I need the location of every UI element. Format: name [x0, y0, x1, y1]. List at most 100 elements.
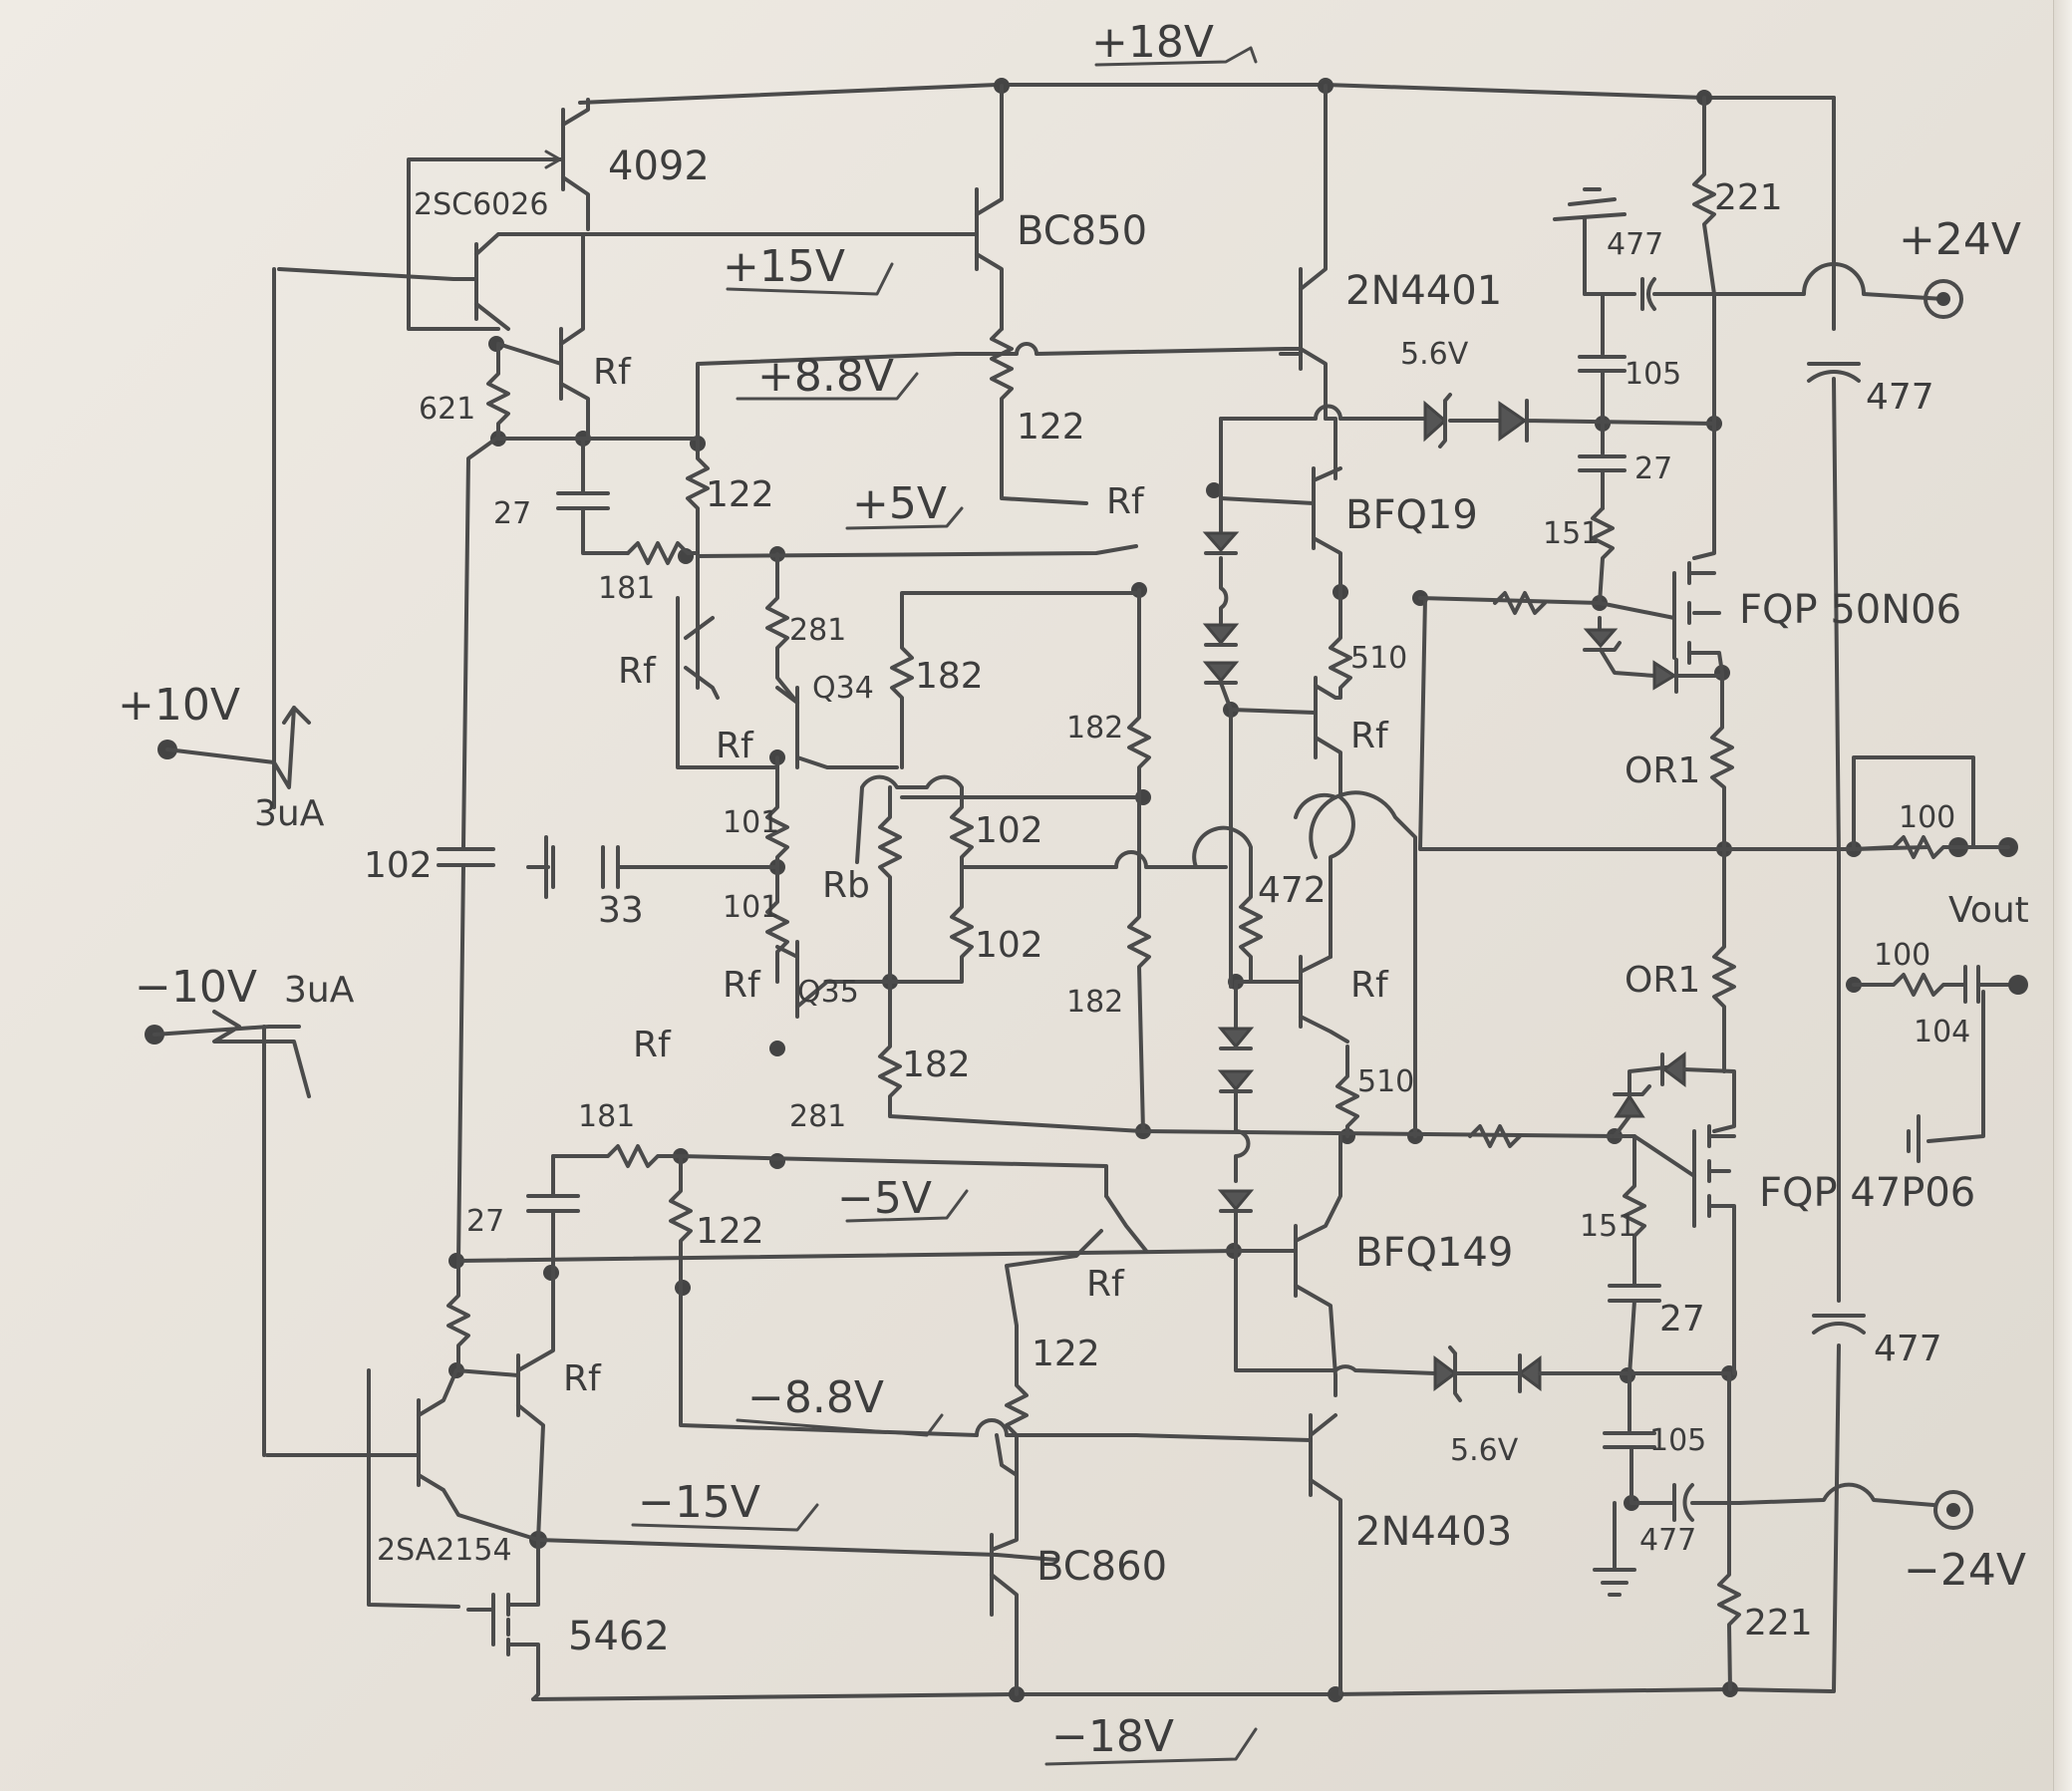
- left-feedback-cap: [437, 437, 498, 1263]
- value-33: 33: [598, 890, 644, 931]
- value-182: 182: [902, 1045, 971, 1085]
- value-477: 477: [1874, 1329, 1942, 1369]
- label-q34: Q34: [812, 671, 874, 706]
- value-181: 181: [598, 571, 655, 606]
- value-151: 151: [1580, 1209, 1636, 1244]
- upper-mosfet-stage: [1338, 96, 2018, 859]
- value-100: 100: [1874, 938, 1930, 973]
- label-rf: Rf: [716, 726, 754, 766]
- junction: [769, 1041, 785, 1056]
- rail-label-neg15: −15V: [638, 1477, 760, 1528]
- value-182: 182: [1066, 711, 1123, 746]
- rail-label-pos8-8: +8.8V: [757, 351, 894, 402]
- value-5v6: 5.6V: [1450, 1433, 1519, 1468]
- value-102: 102: [975, 925, 1043, 966]
- label-2sc6026: 2SC6026: [414, 187, 548, 222]
- rail-label-pos5: +5V: [852, 478, 947, 529]
- label-2n4403: 2N4403: [1355, 1509, 1512, 1555]
- label-bc860: BC860: [1036, 1544, 1167, 1590]
- input-neg-current: 3uA: [284, 970, 355, 1011]
- label-rb: Rb: [822, 865, 870, 906]
- value-477: 477: [1607, 227, 1663, 262]
- input-neg-stage: [262, 1025, 1238, 1701]
- supply-pos-label: +24V: [1899, 214, 2021, 265]
- value-281: 281: [789, 1099, 846, 1134]
- value-101: 101: [723, 890, 779, 925]
- value-477: 477: [1639, 1523, 1696, 1558]
- label-bfq19: BFQ19: [1345, 492, 1478, 538]
- vout-label: Vout: [1948, 890, 2029, 931]
- rail-labels: +18V +15V +8.8V +5V −5V −8.8V −15V −18V: [638, 17, 1214, 1762]
- value-477: 477: [1866, 377, 1934, 418]
- value-122: 122: [1032, 1334, 1100, 1374]
- center-bias-network: [526, 552, 1228, 1133]
- input-terminals: [145, 706, 311, 1098]
- center-crossing: [1141, 708, 1617, 1253]
- lower-output-driver: [990, 1134, 1731, 1696]
- label-2sa2154: 2SA2154: [377, 1533, 512, 1568]
- supply-pos-column-wire: [1832, 96, 1841, 1693]
- rail-label-pos15: +15V: [723, 241, 845, 292]
- value-122: 122: [1017, 407, 1085, 448]
- value-182: 182: [1066, 985, 1123, 1020]
- label-rf: Rf: [1086, 1264, 1125, 1305]
- paper-edge: [2053, 0, 2072, 1791]
- value-27: 27: [1634, 451, 1672, 486]
- value-221: 221: [1714, 177, 1783, 218]
- component-values: 621 27 181 122 122 281 182 182 101 101 1…: [364, 177, 1970, 1643]
- supply-neg-label: −24V: [1904, 1545, 2026, 1596]
- label-fqp47p06: FQP 47P06: [1759, 1170, 1975, 1216]
- value-27: 27: [1659, 1299, 1705, 1340]
- value-or1: OR1: [1625, 960, 1700, 1001]
- label-rf: Rf: [618, 651, 657, 692]
- junction: [1206, 482, 1222, 498]
- value-281: 281: [789, 613, 846, 648]
- value-122: 122: [706, 474, 774, 515]
- rail-pos18-wire: [578, 83, 1836, 105]
- rail-label-neg18: −18V: [1051, 1711, 1174, 1762]
- label-rf: Rf: [1350, 965, 1389, 1006]
- rail-neg18-wire: [531, 1687, 1834, 1701]
- label-rf: Rf: [563, 1358, 602, 1399]
- io-labels: +10V 3uA −10V 3uA +24V −24V Vout: [118, 214, 2029, 1596]
- label-rf: Rf: [723, 965, 761, 1006]
- rail-label-neg8-8: −8.8V: [747, 1372, 884, 1423]
- label-5462: 5462: [568, 1614, 670, 1659]
- label-2n4401: 2N4401: [1345, 268, 1502, 314]
- transistor-labels: 4092 2SC6026 BC850 2N4401 BFQ19 FQP 50N0…: [377, 144, 1975, 1659]
- value-104: 104: [1914, 1015, 1970, 1049]
- value-27: 27: [493, 496, 531, 531]
- bc850-stage: [586, 84, 1288, 505]
- junction: [769, 1153, 785, 1169]
- value-221: 221: [1744, 1603, 1813, 1643]
- value-510: 510: [1350, 641, 1407, 676]
- value-151: 151: [1543, 516, 1600, 551]
- value-102: 102: [975, 810, 1043, 851]
- value-27: 27: [466, 1204, 504, 1239]
- input-pos-current: 3uA: [254, 793, 325, 834]
- value-472: 472: [1258, 870, 1327, 911]
- label-rf: Rf: [1350, 716, 1389, 756]
- value-122: 122: [696, 1211, 764, 1252]
- value-101: 101: [723, 805, 779, 840]
- label-rf: Rf: [1106, 481, 1145, 522]
- input-pos-label: +10V: [118, 680, 240, 731]
- value-105: 105: [1649, 1423, 1706, 1458]
- supply-pos-input: [1712, 262, 1963, 383]
- value-cap-102: 102: [364, 845, 433, 886]
- label-bfq149: BFQ149: [1355, 1230, 1513, 1276]
- value-or1: OR1: [1625, 750, 1700, 791]
- input-pos-stage: [272, 98, 1138, 809]
- value-510: 510: [1357, 1064, 1414, 1099]
- lower-mosfet-stage: [1593, 847, 2028, 1691]
- value-105: 105: [1625, 357, 1681, 392]
- rail-markers: [631, 46, 1258, 1766]
- label-bc850: BC850: [1017, 208, 1147, 254]
- value-181: 181: [578, 1099, 635, 1134]
- rail-label-pos18: +18V: [1091, 17, 1214, 68]
- upper-output-driver: [1202, 84, 1352, 799]
- junction-dots: [448, 78, 1862, 1702]
- value-100: 100: [1899, 800, 1955, 835]
- rail-label-neg5: −5V: [837, 1173, 932, 1224]
